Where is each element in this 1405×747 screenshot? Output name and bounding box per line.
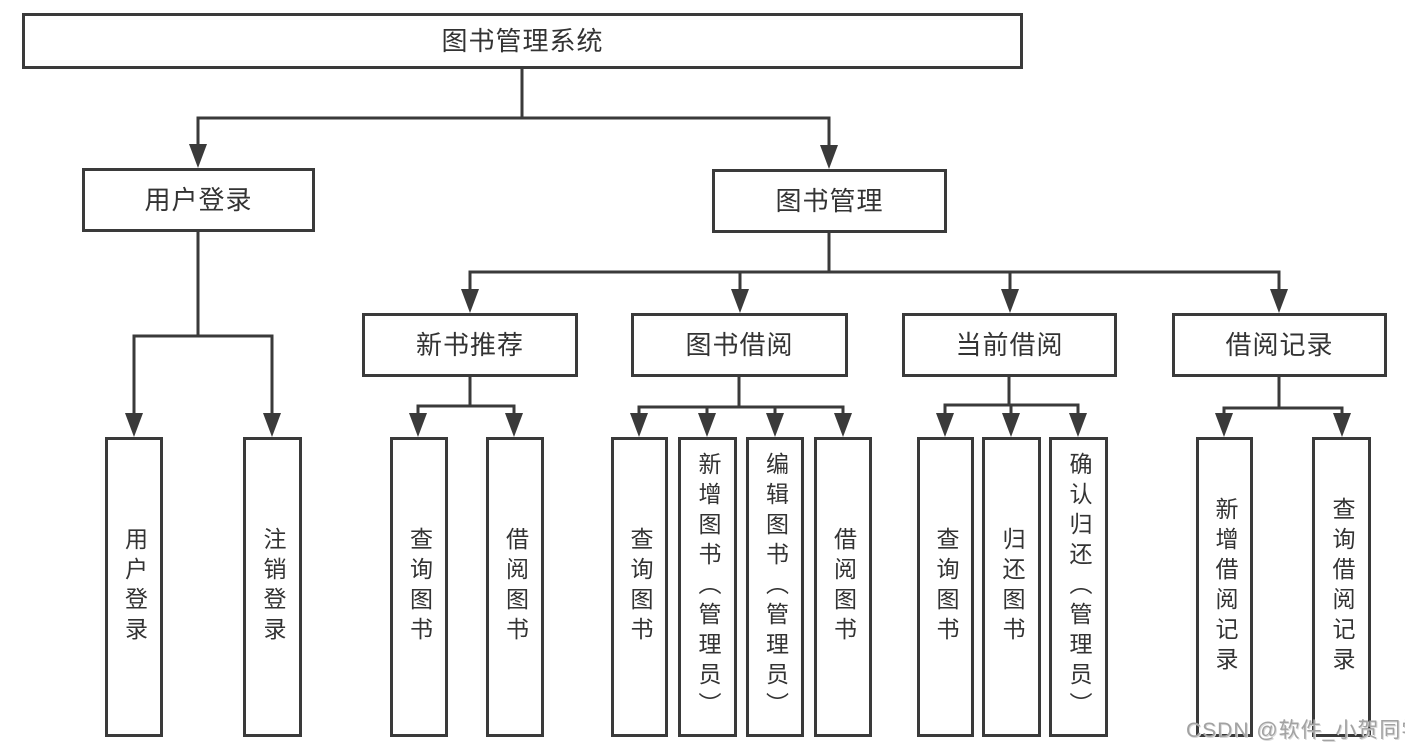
leaf-query-books-recommend: 查询图书 [390,437,448,737]
leaf-confirm-return-admin: 确认归还（管理员） [1049,437,1108,737]
node-user-login: 用户登录 [82,168,315,232]
csdn-watermark: CSDN @软件_小贺同学 [1186,719,1405,742]
node-book-borrow: 图书借阅 [631,313,848,377]
leaf-logout: 注销登录 [243,437,302,737]
leaf-user-login: 用户登录 [105,437,163,737]
leaf-borrow-books: 借阅图书 [814,437,872,737]
node-new-book-recommend: 新书推荐 [362,313,578,377]
leaf-add-book-admin: 新增图书（管理员） [678,437,737,737]
leaf-return-book: 归还图书 [982,437,1041,737]
leaf-query-books-borrow: 查询图书 [611,437,668,737]
node-borrow-records: 借阅记录 [1172,313,1387,377]
leaf-query-books-current: 查询图书 [917,437,974,737]
node-current-borrow: 当前借阅 [902,313,1117,377]
leaf-edit-book-admin: 编辑图书（管理员） [746,437,804,737]
leaf-query-borrow-record: 查询借阅记录 [1312,437,1371,737]
node-book-management: 图书管理 [712,169,947,233]
leaf-borrow-books-recommend: 借阅图书 [486,437,544,737]
node-root: 图书管理系统 [22,13,1023,69]
leaf-add-borrow-record: 新增借阅记录 [1196,437,1253,737]
